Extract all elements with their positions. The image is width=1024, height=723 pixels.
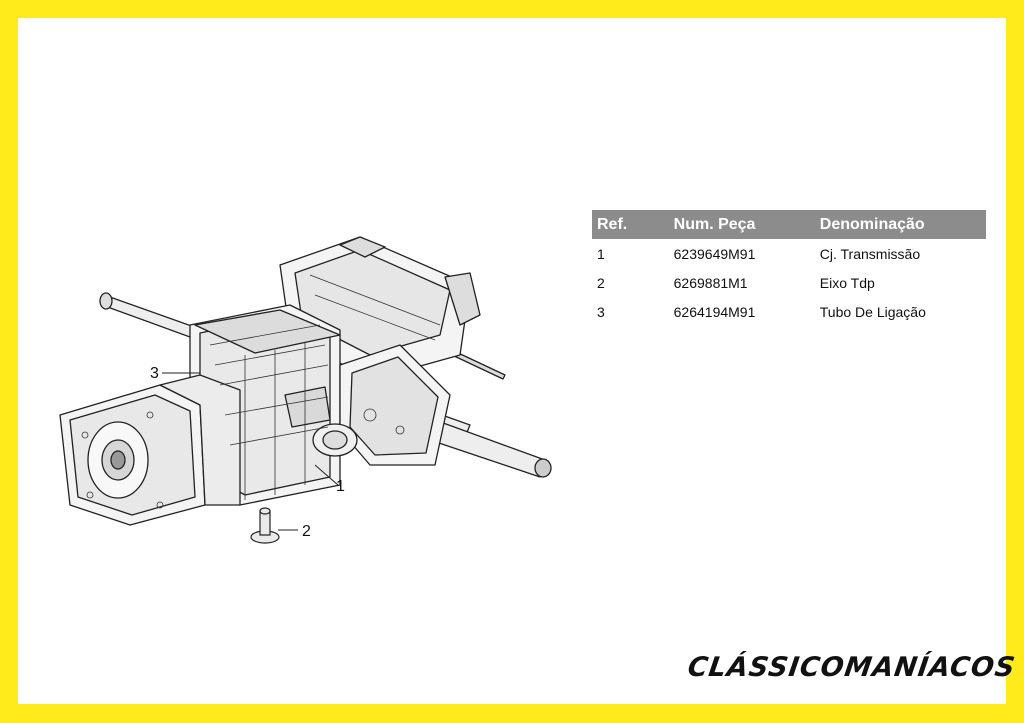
header-ref: Ref. <box>592 210 674 239</box>
callout-3: 3 <box>150 365 159 382</box>
table-row: 2 6269881M1 Eixo Tdp <box>592 268 986 297</box>
table-header-row: Ref. Num. Peça Denominação <box>592 210 986 239</box>
brand-logo: CLÁSSICOMANÍACOS <box>685 652 1018 683</box>
cell-description: Tubo De Ligação <box>819 303 926 320</box>
header-description: Denominação <box>819 210 986 239</box>
cell-part-number: 6264194M91 <box>673 303 756 320</box>
cell-description: Cj. Transmissão <box>819 245 921 262</box>
header-part-number: Num. Peça <box>673 210 820 239</box>
cell-part-number: 6239649M91 <box>673 245 756 262</box>
cell-ref: 1 <box>597 245 605 262</box>
cell-ref: 2 <box>597 274 605 291</box>
table-row: 1 6239649M91 Cj. Transmissão <box>592 239 986 268</box>
cell-ref: 3 <box>597 303 605 320</box>
parts-table: Ref. Num. Peça Denominação 1 6239649M91 … <box>592 210 986 326</box>
catalog-sheet <box>18 18 1006 704</box>
table-row: 3 6264194M91 Tubo De Ligação <box>592 297 986 326</box>
callout-1: 1 <box>336 478 345 495</box>
cell-part-number: 6269881M1 <box>673 274 748 291</box>
cell-description: Eixo Tdp <box>819 274 875 291</box>
transmission-drawing: 3 1 2 <box>59 236 552 544</box>
callout-2: 2 <box>302 523 311 540</box>
